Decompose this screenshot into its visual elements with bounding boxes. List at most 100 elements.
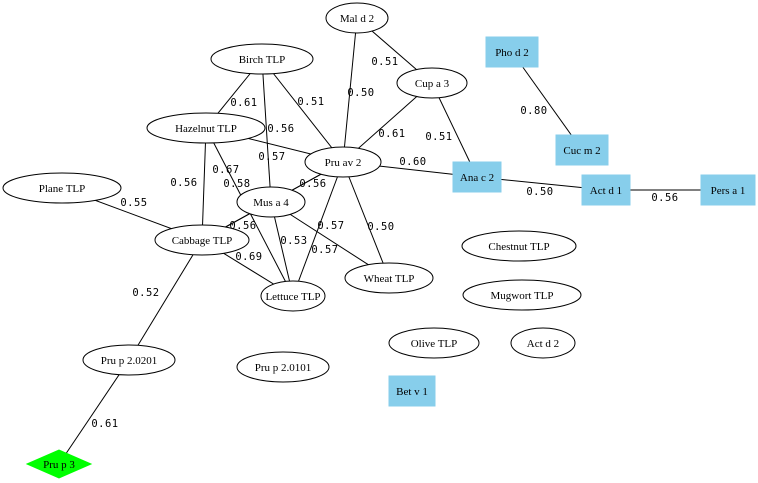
edge-hazel-cabbage [201,127,207,241]
node-cup-a-3: Cup a 3 [396,67,468,99]
node-label: Pru p 2.0101 [255,362,312,374]
node-shape-ellipse [344,262,434,294]
node-pho-d-2: Pho d 2 [485,36,539,68]
node-shape-ellipse [462,279,582,311]
edge-weight-label: 0.58 [223,178,250,190]
node-birch-tlp: Birch TLP [210,43,314,75]
node-pru-av-2: Pru av 2 [304,146,382,178]
node-shape-box [581,174,631,206]
node-shape-box [388,375,436,407]
edge-weight-label: 0.57 [317,220,344,232]
edge-weight-label: 0.57 [258,151,285,163]
node-shape-ellipse [510,327,576,359]
edge-weight-label: 0.50 [347,87,374,99]
edge-pruav2-wheat [342,161,390,279]
node-label: Chestnut TLP [488,241,549,253]
edge-weight-label: 0.60 [399,156,426,168]
node-pru-p-2-0201: Pru p 2.0201 [82,344,176,376]
edge-weight-label: 0.53 [280,235,307,247]
edge-weight-label: 0.50 [367,221,394,233]
node-lettuce-tlp: Lettuce TLP [260,280,326,312]
node-shape-ellipse [2,172,122,204]
node-cabbage-tlp: Cabbage TLP [154,224,250,256]
node-label: Act d 1 [590,185,622,197]
edge-weight-label: 0.57 [311,244,338,256]
edge-weight-label: 0.61 [230,97,257,109]
node-label: Lettuce TLP [265,291,320,303]
edge-birch-pruav2 [261,58,344,163]
node-label: Hazelnut TLP [175,123,237,135]
node-shape-box [700,174,756,206]
node-label: Pers a 1 [711,185,746,197]
node-label: Cup a 3 [415,78,450,90]
node-shape-diamond [25,449,93,479]
node-shape-ellipse [325,2,389,34]
node-label: Cuc m 2 [563,145,600,157]
node-label: Mugwort TLP [490,290,553,302]
edge-cupa3-anac2 [431,82,478,178]
node-shape-box [555,134,609,166]
node-hazelnut-tlp: Hazelnut TLP [146,112,266,144]
node-ana-c-2: Ana c 2 [452,161,502,193]
edge-weight-label: 0.50 [526,186,553,198]
node-chestnut-tlp: Chestnut TLP [461,230,577,262]
node-label: Olive TLP [411,338,458,350]
edge-birch-musa4 [261,58,272,203]
node-shape-ellipse [146,112,266,144]
node-pers-a-1: Pers a 1 [700,174,756,206]
node-label: Pru av 2 [325,157,362,169]
node-cuc-m-2: Cuc m 2 [555,134,609,166]
node-label: Wheat TLP [364,273,415,285]
node-shape-ellipse [82,344,176,376]
edge-weight-label: 0.56 [651,192,678,204]
node-mus-a-4: Mus a 4 [236,186,306,218]
edge-weight-label: 0.61 [91,418,118,430]
edge-prup20201-prup3 [58,359,130,465]
edge-weight-label: 0.56 [170,177,197,189]
node-shape-ellipse [154,224,250,256]
edge-weight-label: 0.55 [120,197,147,209]
edge-weight-label: 0.52 [132,287,159,299]
node-shape-ellipse [236,351,330,383]
edge-pruav2-lettuce [292,161,344,297]
node-shape-ellipse [388,327,480,359]
edge-weight-label: 0.51 [297,96,324,108]
node-pru-p-3: Pru p 3 [25,449,93,479]
node-shape-ellipse [260,280,326,312]
node-wheat-tlp: Wheat TLP [344,262,434,294]
node-label: Plane TLP [39,183,86,195]
edge-label-layer: 0.51 0.50 0.61 0.51 0.80 0.61 0.51 0.56 0.57 0.56… [91,56,678,430]
edge-weight-label: 0.80 [520,105,547,117]
node-act-d-2: Act d 2 [510,327,576,359]
node-label: Cabbage TLP [172,235,233,247]
node-act-d-1: Act d 1 [581,174,631,206]
node-label: Mal d 2 [340,13,374,25]
edge-weight-label: 0.51 [371,56,398,68]
edge-weight-label: 0.51 [425,131,452,143]
node-label: Ana c 2 [460,172,494,184]
node-mugwort-tlp: Mugwort TLP [462,279,582,311]
node-label: Pho d 2 [495,47,529,59]
edge-weight-label: 0.61 [378,128,405,140]
edge-weight-label: 0.56 [267,123,294,135]
edge-weight-label: 0.56 [299,178,326,190]
edge-phod2-cucm2 [511,51,583,151]
node-label: Pru p 3 [43,459,75,471]
node-plane-tlp: Plane TLP [2,172,122,204]
node-shape-box [485,36,539,68]
node-shape-ellipse [304,146,382,178]
node-bet-v-1: Bet v 1 [388,375,436,407]
node-label: Bet v 1 [396,386,428,398]
edge-weight-label: 0.67 [212,164,239,176]
node-label: Pru p 2.0201 [101,355,158,367]
edge-weight-label: 0.69 [235,251,262,263]
node-pru-p-2-0101: Pru p 2.0101 [236,351,330,383]
node-label: Birch TLP [239,54,286,66]
node-olive-tlp: Olive TLP [388,327,480,359]
node-label: Act d 2 [527,338,559,350]
node-shape-box [452,161,502,193]
node-label: Mus a 4 [253,197,289,209]
node-mal-d-2: Mal d 2 [325,2,389,34]
